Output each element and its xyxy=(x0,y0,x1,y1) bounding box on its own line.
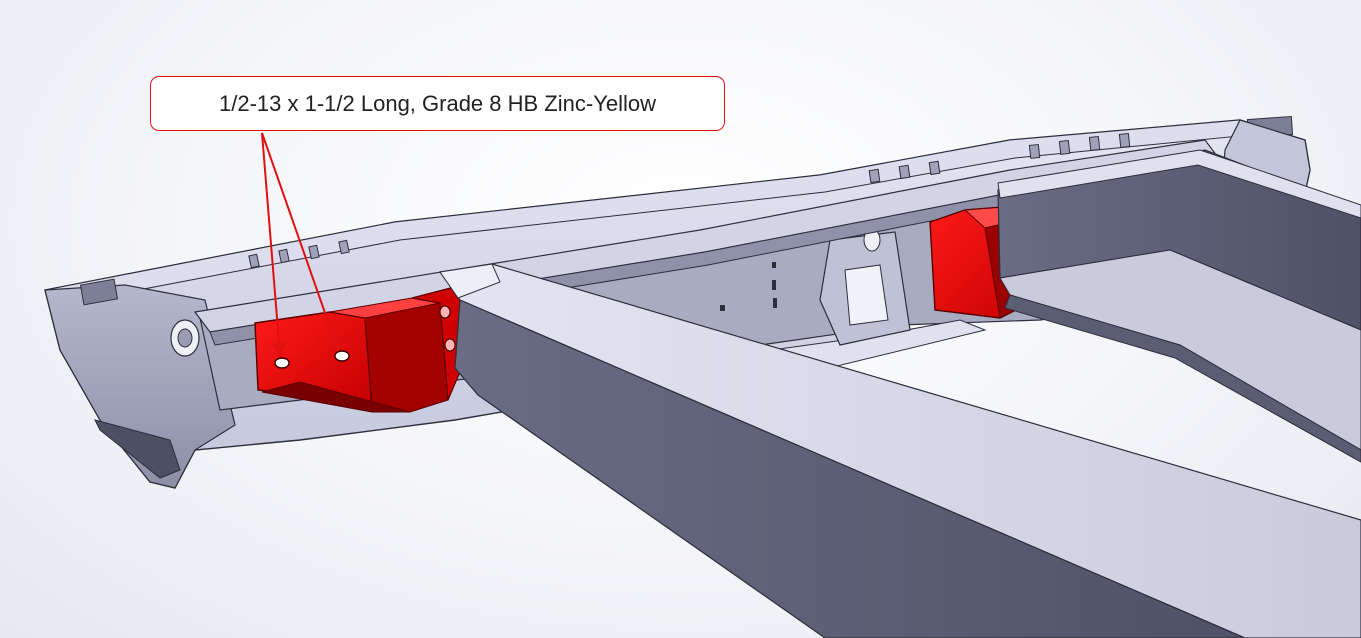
callout-leaders xyxy=(261,132,341,357)
right-frame-rail xyxy=(997,149,1361,463)
left-frame-rail xyxy=(438,263,1361,638)
callout-box: 1/2-13 x 1-1/2 Long, Grade 8 HB Zinc-Yel… xyxy=(150,76,725,131)
leader-arrow-icon xyxy=(261,132,341,352)
left-frame-bracket xyxy=(254,284,483,413)
leader-arrow-icon xyxy=(261,132,287,357)
callout-label: 1/2-13 x 1-1/2 Long, Grade 8 HB Zinc-Yel… xyxy=(219,90,656,116)
bolt-hole-2 xyxy=(334,350,350,362)
bolt-hole-1 xyxy=(274,357,290,369)
